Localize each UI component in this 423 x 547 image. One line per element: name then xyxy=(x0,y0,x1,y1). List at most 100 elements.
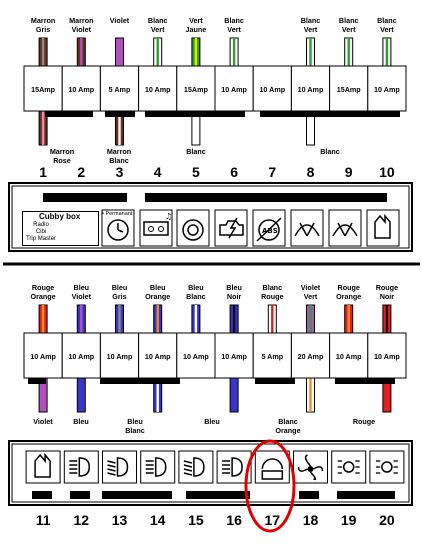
front-wiper-icon xyxy=(328,209,362,247)
wire-stripe xyxy=(41,38,45,66)
sidelight-right-icon xyxy=(369,450,405,484)
fuse-12-rating: 10 Amp xyxy=(68,352,95,361)
rear-wiper-icon xyxy=(290,209,324,247)
wire-stripe xyxy=(309,38,312,66)
fuse-number-1: 1 xyxy=(39,164,47,180)
fuse-1 xyxy=(23,65,63,112)
wire-stripe xyxy=(271,305,274,333)
fuse-18 xyxy=(290,332,331,379)
fuse-6-rating: 10 Amp xyxy=(221,85,247,94)
hazard-switch-icon xyxy=(25,450,61,484)
wire-stripe xyxy=(156,378,159,412)
instrument-cluster-icon xyxy=(254,450,290,484)
wire-stripe xyxy=(232,305,236,333)
fuse-4 xyxy=(138,65,178,112)
top-fuse-row xyxy=(23,65,407,112)
bottom-panel-bars xyxy=(32,491,395,499)
fuse-5-bottom-wire-label: Blanc xyxy=(186,147,206,156)
fuse-5-rating: 15Amp xyxy=(183,85,208,94)
top-ground-bars xyxy=(45,111,400,117)
fuse-number-4: 4 xyxy=(153,164,162,180)
wire-stripe xyxy=(309,378,312,412)
ground-bar xyxy=(145,111,245,117)
fuse-number-9: 9 xyxy=(344,164,353,180)
fuse-number-16: 16 xyxy=(226,512,242,528)
wire-stripe xyxy=(118,305,121,333)
low-beam-right-icon xyxy=(178,450,214,484)
fuse-12-bottom-wire-label: Bleu xyxy=(73,417,89,426)
ground-bar xyxy=(45,111,93,117)
wire-stripe xyxy=(80,305,83,333)
wire-stripe xyxy=(118,111,121,145)
svg-text:ABS: ABS xyxy=(262,227,278,235)
ground-bar xyxy=(28,378,46,384)
fuse-14 xyxy=(138,332,178,379)
bottom-panel-bar xyxy=(337,491,395,499)
fuse-number-7: 7 xyxy=(268,164,277,180)
fuse-12 xyxy=(61,332,101,379)
handbrake-icon xyxy=(176,209,210,247)
wire-stripe xyxy=(194,38,198,66)
top-icon-row: ♫ ABS xyxy=(66,209,400,247)
fuse-8 xyxy=(290,65,331,112)
fuse-17 xyxy=(252,332,292,379)
fuse-1-rating: 15Amp xyxy=(31,85,56,94)
fuse-20-rating: 10 Amp xyxy=(374,352,400,361)
fuse-15-rating: 10 Amp xyxy=(183,352,209,361)
cubby-box-title: Cubby box xyxy=(39,212,81,221)
fuse-16-bottom-wire-label: Bleu xyxy=(204,417,220,426)
fuse-3-top-wire-label: Violet xyxy=(109,16,130,25)
wire-stripe xyxy=(80,38,83,66)
fuse-number-3: 3 xyxy=(115,164,124,180)
fuse-14-rating: 10 Amp xyxy=(144,352,171,361)
fuse-16-rating: 10 Amp xyxy=(221,352,247,361)
fuse-8-rating: 10 Amp xyxy=(297,85,324,94)
fuse-number-15: 15 xyxy=(188,512,204,528)
bottom-panel-bar xyxy=(32,491,52,499)
bottom-fuse-row xyxy=(23,332,407,379)
ground-bar xyxy=(255,378,295,384)
fuse-19 xyxy=(329,332,369,379)
fuse-number-19: 19 xyxy=(340,512,357,528)
hazard-switch-icon xyxy=(366,209,400,247)
wire xyxy=(229,377,239,413)
wire-stripe xyxy=(385,305,389,333)
wire-stripe xyxy=(41,305,45,333)
wire-stripe xyxy=(347,305,350,333)
fuse-9-rating: 15Amp xyxy=(336,85,361,94)
wire-stripe xyxy=(156,38,159,66)
clock-icon xyxy=(101,209,135,247)
ground-bar xyxy=(335,378,395,384)
fuse-17-highlight-circle xyxy=(244,439,296,533)
engine-warning-icon xyxy=(214,209,248,247)
fuse-number-17: 17 xyxy=(264,512,281,528)
bottom-panel-bar xyxy=(102,491,172,499)
bottom-panel-bar xyxy=(299,491,319,499)
fuse-8-bottom-wire-label: Blanc xyxy=(320,147,340,156)
fuse-11 xyxy=(23,332,63,379)
ground-bar xyxy=(260,111,400,117)
wire xyxy=(76,377,86,413)
radio-cassette-icon: ♫ xyxy=(139,209,173,247)
fuse-6 xyxy=(214,65,254,112)
